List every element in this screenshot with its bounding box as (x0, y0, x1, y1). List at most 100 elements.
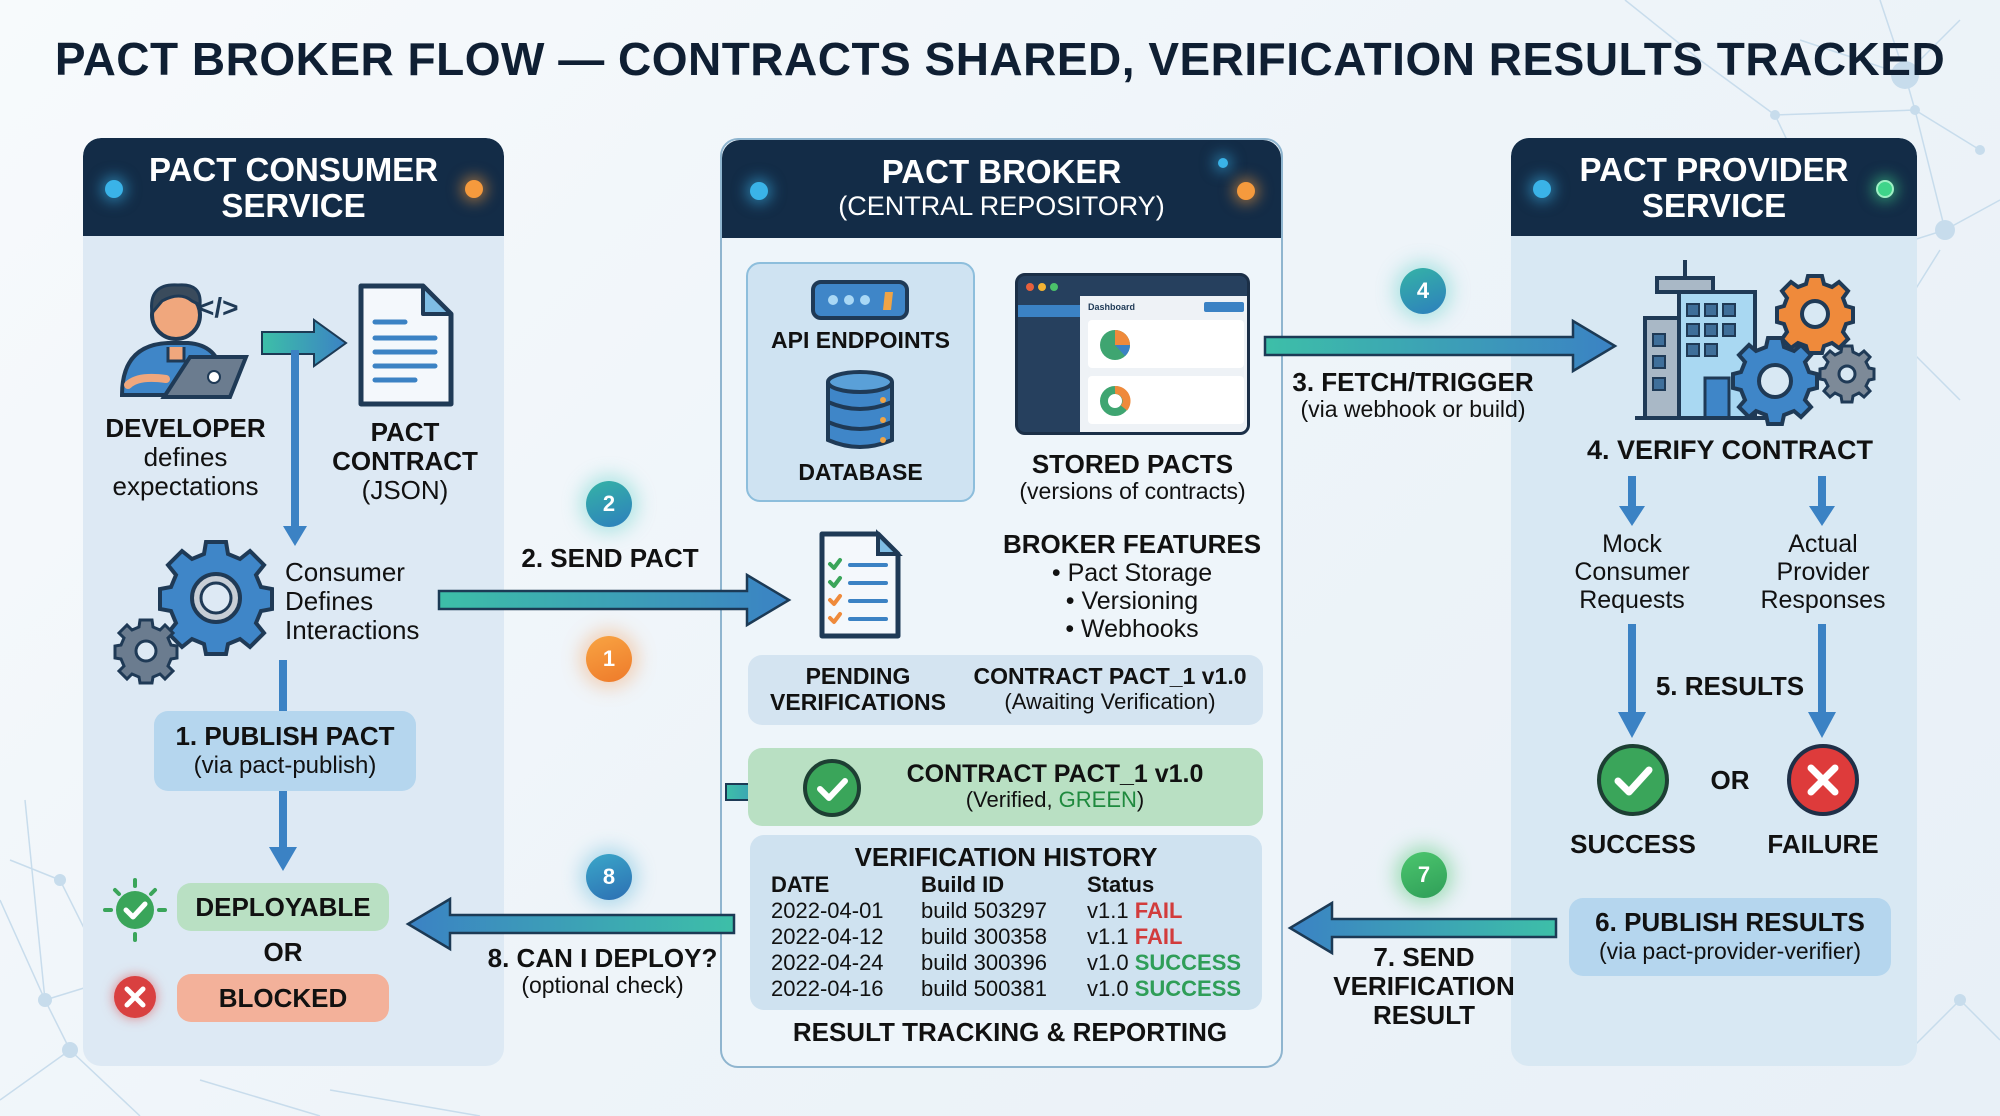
actual-responses-label: Actual Provider Responses (1737, 530, 1909, 614)
contract-line3: (JSON) (361, 475, 449, 506)
deployable-check-icon (103, 878, 167, 942)
status-success: SUCCESS (1134, 976, 1242, 1001)
dashboard-title: Dashboard (1088, 302, 1136, 312)
arrow-down-to-deploy (269, 791, 297, 871)
consumer-header-line1: PACT CONSUMER (148, 151, 439, 188)
pie-chart-icon (1100, 330, 1130, 360)
status-success: SUCCESS (1134, 950, 1242, 975)
status-fail: FAIL (1134, 898, 1183, 923)
step-badge-1: 1 (586, 636, 632, 682)
publish-pact-title: 1. PUBLISH PACT (175, 721, 395, 751)
step-badge-2: 2 (586, 481, 632, 527)
developer-label: DEVELOPER defines expectations (98, 413, 273, 502)
consumer-panel-header: PACT CONSUMER SERVICE (83, 138, 504, 236)
broker-features-title: BROKER FEATURES (1002, 529, 1262, 559)
interactions-line2: Defines (285, 586, 374, 617)
history-date: 2022-04-01 (771, 898, 884, 923)
provider-building-icon (1635, 260, 1876, 426)
fetch-trigger-label: 3. FETCH/TRIGGER (via webhook or build) (1283, 367, 1543, 423)
contract-line2: CONTRACT (332, 446, 478, 477)
provider-header-line1: PACT PROVIDER (1579, 151, 1849, 188)
status-dot-green (1876, 180, 1894, 198)
database-icon (826, 370, 894, 449)
checklist-document-icon (819, 529, 903, 639)
publish-results-sub: (via pact-provider-verifier) (1598, 938, 1861, 964)
history-col-date: DATE (771, 872, 830, 897)
broker-features-block: BROKER FEATURES • Pact Storage • Version… (1000, 529, 1264, 644)
history-build-id: build 300396 (921, 950, 1048, 975)
stored-pacts-title: STORED PACTS (1031, 449, 1234, 479)
database-label: DATABASE (798, 459, 923, 485)
success-check-icon (1597, 744, 1669, 816)
api-endpoints-label: API ENDPOINTS (771, 327, 950, 353)
contract-line1: PACT (370, 417, 440, 447)
failure-label: FAILURE (1767, 829, 1879, 859)
interactions-line1: Consumer (285, 557, 405, 587)
history-col-build: Build ID (921, 872, 1005, 897)
status-fail: FAIL (1134, 924, 1183, 949)
arrow-down-failure (1808, 624, 1836, 738)
consumer-gears-icon (113, 540, 274, 685)
dashboard-main: Dashboard (1080, 296, 1247, 432)
pending-label: PENDING VERIFICATIONS (758, 663, 958, 716)
interactions-line3: Interactions (285, 615, 420, 646)
feature-item: • Pact Storage (1051, 559, 1213, 588)
result-tracking-label: RESULT TRACKING & REPORTING (792, 1017, 1228, 1047)
history-build-id: build 300358 (921, 924, 1048, 949)
verified-contract-name: CONTRACT PACT_1 v1.0 (906, 760, 1204, 788)
verified-contract-status: (Verified, GREEN) (870, 787, 1240, 813)
history-header-row: DATE Build ID Status (771, 872, 1241, 898)
feature-item: • Webhooks (1065, 615, 1199, 644)
stored-pacts-label: STORED PACTS (versions of contracts) (995, 449, 1270, 505)
status-dot-blue (1533, 180, 1551, 198)
mock-line2: Consumer (1574, 558, 1690, 586)
arrow-down-mock (1619, 476, 1645, 526)
broker-header-line1: PACT BROKER (881, 153, 1122, 190)
can-i-deploy-arrow (405, 896, 736, 952)
verification-history-box (750, 835, 1262, 1010)
contract-document-icon (358, 283, 454, 407)
status-dot-orange (1237, 182, 1255, 200)
publish-results-title: 6. PUBLISH RESULTS (1595, 907, 1865, 937)
verified-check-icon (803, 759, 861, 817)
fetch-trigger-sub: (via webhook or build) (1300, 396, 1526, 423)
history-build-id: build 500381 (921, 976, 1048, 1001)
dashboard-sidebar-active (1018, 305, 1080, 317)
publish-pact-sub: (via pact-publish) (193, 752, 377, 779)
window-dot-green (1050, 283, 1058, 291)
success-label: SUCCESS (1570, 829, 1696, 859)
fetch-trigger-arrow (1263, 318, 1618, 374)
verified-suffix: ) (1136, 787, 1145, 812)
mock-line1: Mock (1602, 530, 1662, 558)
developer-icon (119, 283, 249, 399)
send-result-line1: 7. SEND (1373, 942, 1475, 972)
pending-line1: PENDING (805, 663, 911, 689)
history-row: 2022-04-12 build 300358 v1.1 FAIL (771, 924, 1241, 950)
deployable-status: DEPLOYABLE (177, 883, 389, 931)
window-dot-yellow (1038, 283, 1046, 291)
send-result-line3: RESULT (1372, 1000, 1476, 1031)
pending-verifications-box (748, 655, 1263, 725)
history-version: v1.1 (1087, 924, 1129, 949)
actual-line2: Provider (1776, 558, 1870, 586)
actual-line3: Responses (1760, 586, 1886, 614)
consumer-header-line2: SERVICE (221, 187, 366, 224)
broker-header-line2: (CENTRAL REPOSITORY) (838, 191, 1165, 221)
interactions-label: Consumer Defines Interactions (285, 557, 420, 646)
arrow-down-actual (1809, 476, 1835, 526)
send-result-line2: VERIFICATION (1333, 971, 1515, 1002)
page-title: PACT BROKER FLOW — CONTRACTS SHARED, VER… (54, 33, 1946, 85)
api-endpoint-icon (811, 280, 909, 320)
publish-pact-box: 1. PUBLISH PACT (via pact-publish) (154, 711, 416, 791)
publish-results-box: 6. PUBLISH RESULTS (via pact-provider-ve… (1569, 898, 1891, 976)
mock-line3: Requests (1579, 586, 1685, 614)
step-badge-7: 7 (1401, 852, 1447, 898)
history-status: v1.0 SUCCESS (1087, 950, 1241, 976)
verified-prefix: (Verified, (965, 787, 1059, 812)
developer-line3: expectations (112, 471, 259, 502)
history-status: v1.1 FAIL (1087, 898, 1241, 924)
provider-header-line2: SERVICE (1641, 187, 1787, 224)
history-date: 2022-04-12 (771, 924, 884, 949)
